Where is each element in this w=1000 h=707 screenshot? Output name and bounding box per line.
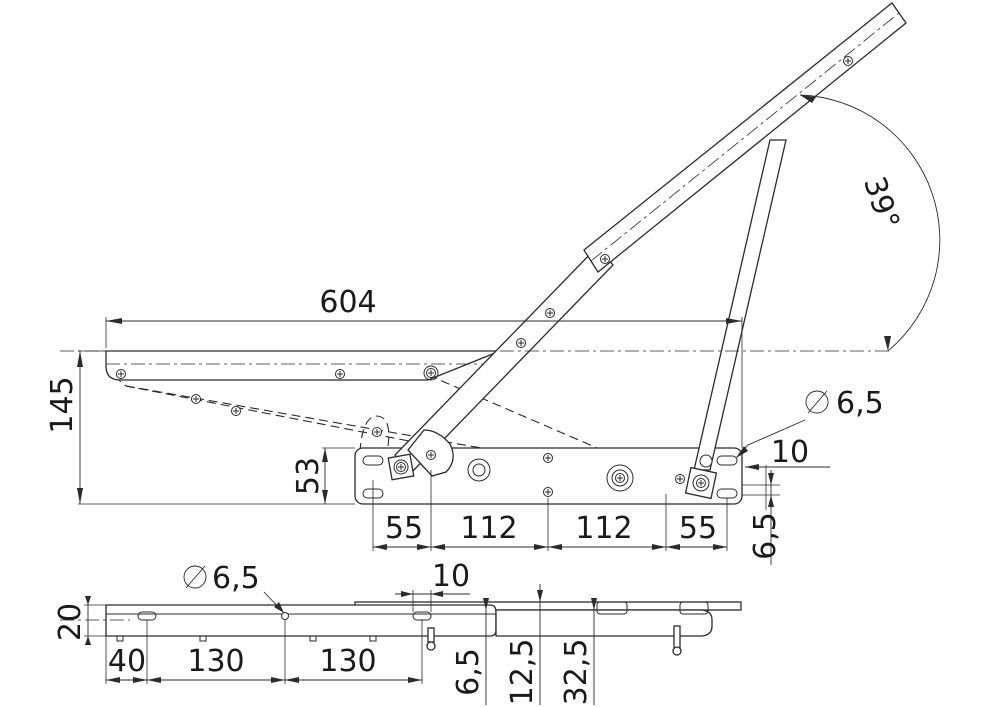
dim-chain-bottom: 55 112 112 55 (372, 470, 728, 551)
closed-lid-bar (105, 350, 501, 381)
dim-55-right-label: 55 (679, 511, 717, 546)
dim-112-right-label: 112 (575, 511, 632, 546)
base-hole (615, 473, 625, 483)
right-pivot (675, 454, 718, 500)
dim-6-5-right: 6,5 (742, 470, 783, 565)
closed-lid-hole (116, 369, 126, 379)
dim-130-b-label: 130 (319, 644, 376, 679)
dim-53-label: 53 (291, 457, 326, 495)
dim-112-left-label: 112 (460, 511, 517, 546)
dashed-hole (231, 406, 241, 416)
dim-angle-39: 39° (799, 94, 941, 352)
dim-diameter-top-label: 6,5 (836, 386, 884, 421)
pivot-hole (372, 427, 382, 437)
dashed-pivot (359, 415, 390, 453)
dim-55-left-label: 55 (385, 511, 423, 546)
closed-lid-hole (335, 369, 345, 379)
pivot-hole (396, 462, 406, 472)
base-hole (543, 453, 553, 463)
dim-40-label: 40 (108, 644, 146, 679)
arm-hole (516, 338, 526, 348)
dim-6-5-bottom-label: 6,5 (451, 648, 486, 696)
dim-53: 53 (291, 447, 355, 504)
dim-604: 604 (105, 285, 743, 448)
dim-130-a-label: 130 (187, 644, 244, 679)
side-pin (426, 627, 436, 651)
dim-10-top: 10 (745, 435, 830, 510)
dim-diameter-bottom: 6,5 (183, 561, 285, 614)
dim-10-bottom: 10 (395, 559, 470, 612)
dim-32-5-label: 32,5 (559, 639, 594, 706)
dim-chain-side: 40 130 130 (105, 620, 423, 684)
dim-145-label: 145 (45, 376, 80, 433)
dim-20: 20 (53, 596, 106, 645)
pivot-hole (696, 478, 706, 488)
base-hole (543, 487, 553, 497)
dim-20-label: 20 (53, 603, 88, 641)
dim-angle-label: 39° (856, 172, 906, 233)
dashed-hole (191, 394, 201, 404)
dim-diameter-bottom-label: 6,5 (212, 561, 260, 596)
dim-heights-side: 6,5 12,5 32,5 (451, 584, 597, 705)
lid-hole (843, 56, 853, 66)
arm-hole (545, 308, 555, 318)
lid-hole (600, 254, 610, 264)
dim-12-5-label: 12,5 (505, 639, 540, 706)
side-view (60, 601, 742, 656)
dim-diameter-top: 6,5 (735, 386, 884, 459)
dim-604-label: 604 (319, 285, 376, 320)
pivot-hole (675, 474, 685, 484)
dim-10-bottom-label: 10 (432, 559, 470, 594)
open-lid-bar (583, 2, 907, 273)
left-pivot-bracket (372, 427, 454, 481)
dim-6-5-right-label: 6,5 (748, 512, 783, 560)
bracket-hole (426, 450, 436, 460)
closed-lid-hole (426, 368, 436, 378)
side-pin (672, 625, 682, 656)
dim-145: 145 (45, 350, 355, 505)
dim-10-top-label: 10 (771, 435, 809, 470)
